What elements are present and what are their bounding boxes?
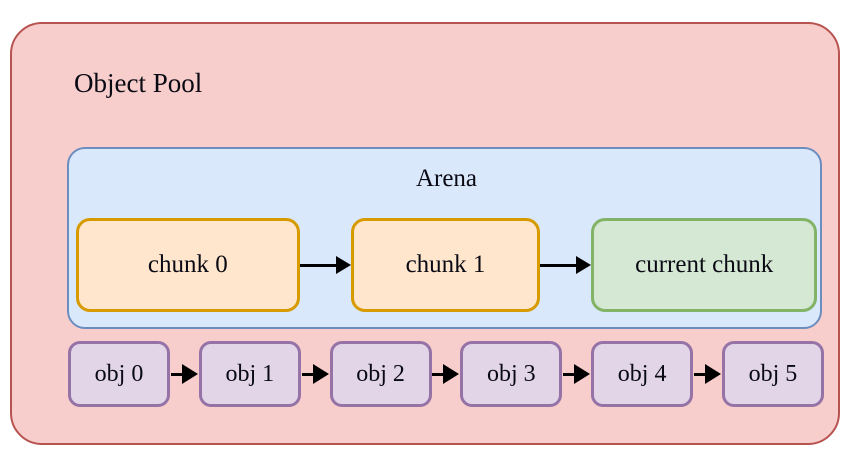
chunk-label-current: current chunk — [635, 251, 774, 278]
arrow-obj-3-to-4 — [563, 364, 591, 384]
arrow-head-icon — [312, 364, 329, 384]
arrow-shaft-icon — [540, 263, 578, 267]
arrow-obj-2-to-3 — [432, 364, 460, 384]
arrow-shaft-icon — [432, 372, 445, 376]
object-box-4[interactable]: obj 4 — [591, 341, 694, 407]
arrow-obj-1-to-2 — [301, 364, 329, 384]
arrow-chunk-1-to-current — [540, 256, 592, 274]
object-label-3: obj 3 — [487, 360, 536, 387]
arena-container[interactable]: Arena chunk 0 chunk 1 current ch — [67, 147, 822, 329]
arrow-head-icon — [705, 364, 722, 384]
chunk-label-1: chunk 1 — [405, 251, 486, 278]
arrow-head-icon — [181, 364, 198, 384]
chunk-box-1[interactable]: chunk 1 — [350, 218, 541, 312]
arena-title: Arena — [415, 165, 478, 192]
object-box-1[interactable]: obj 1 — [198, 341, 301, 407]
object-box-3[interactable]: obj 3 — [460, 341, 563, 407]
chunk-row: chunk 0 chunk 1 current chunk — [76, 214, 817, 316]
arrow-shaft-icon — [170, 372, 183, 376]
object-label-0: obj 0 — [94, 360, 144, 387]
arrow-head-icon — [574, 364, 591, 384]
object-box-5[interactable]: obj 5 — [721, 341, 824, 407]
object-label-1: obj 1 — [225, 360, 275, 387]
chunk-box-0[interactable]: chunk 0 — [76, 218, 300, 312]
object-box-0[interactable]: obj 0 — [68, 341, 170, 407]
arrow-head-icon — [576, 256, 592, 274]
chunk-label-0: chunk 0 — [147, 251, 228, 278]
object-pool-container[interactable]: Object Pool Arena chunk 0 chunk 1 — [10, 22, 840, 445]
arrow-obj-4-to-5 — [694, 364, 722, 384]
object-label-5: obj 5 — [748, 360, 798, 387]
arrow-shaft-icon — [301, 372, 314, 376]
object-row: obj 0 obj 1 obj 2 obj 3 — [68, 339, 824, 409]
object-box-2[interactable]: obj 2 — [329, 341, 432, 407]
object-label-4: obj 4 — [617, 360, 667, 387]
chunk-box-current[interactable]: current chunk — [591, 218, 817, 312]
arrow-obj-0-to-1 — [170, 364, 198, 384]
arrow-head-icon — [443, 364, 460, 384]
arrow-head-icon — [335, 256, 351, 274]
arrow-shaft-icon — [563, 372, 576, 376]
object-pool-title: Object Pool — [74, 68, 203, 98]
arrow-chunk-0-to-1 — [299, 256, 351, 274]
object-label-2: obj 2 — [356, 360, 405, 387]
arrow-shaft-icon — [694, 372, 707, 376]
arrow-shaft-icon — [299, 263, 337, 267]
